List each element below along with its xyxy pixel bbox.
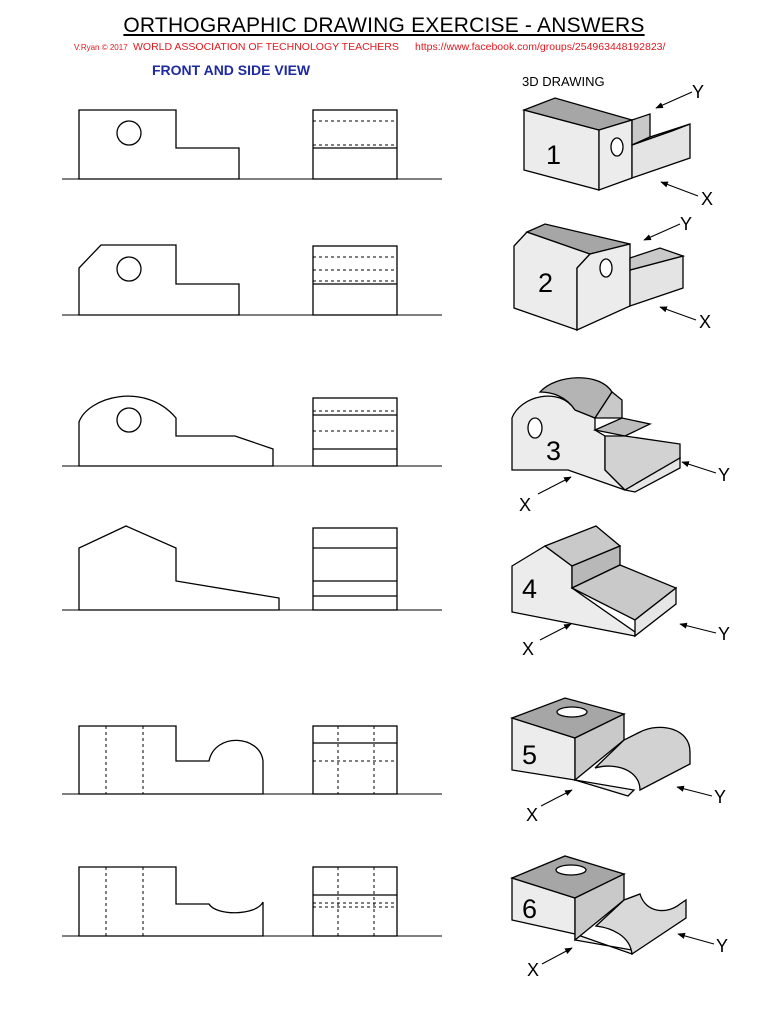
isometric-drawing-5 [510,697,691,797]
organisation-credit: WORLD ASSOCIATION OF TECHNOLOGY TEACHERS [133,41,399,53]
y-label-2: Y [680,214,692,234]
exercise-number-3: 3 [546,436,561,466]
x-label-5: X [526,805,538,825]
exercise-number-4: 4 [522,574,537,604]
isometric-drawing-1 [521,97,691,191]
y-label-6: Y [716,936,728,956]
drawing-label: 3D DRAWING [522,74,605,89]
x-label-6: X [527,960,539,980]
y-label-5: Y [714,787,726,807]
front-view-5 [62,725,442,795]
x-label-2: X [699,312,711,332]
exercise-number-5: 5 [522,740,537,770]
direction-arrows [537,91,717,965]
isometric-drawing-3 [511,377,681,493]
isometric-drawing-2 [513,223,686,332]
section-label: FRONT AND SIDE VIEW [152,62,311,78]
front-view-4 [62,525,442,611]
y-label-1: Y [692,82,704,102]
side-view-3 [312,397,398,467]
x-label-3: X [519,495,531,515]
side-view-6 [312,866,398,937]
author-credit: V.Ryan © 2017 [74,43,128,52]
side-view-2 [312,245,398,316]
isometric-drawing-4 [511,525,678,638]
exercise-number-6: 6 [522,894,537,924]
front-view-2 [62,244,442,316]
exercise-number-1: 1 [546,140,561,170]
isometric-drawing-6 [510,855,687,956]
side-view-1 [312,109,398,180]
y-label-4: Y [718,624,730,644]
front-view-6 [62,866,442,937]
y-label-3: Y [718,465,730,485]
side-view-4 [312,527,398,611]
side-view-5 [312,725,398,795]
exercise-number-2: 2 [538,268,553,298]
x-label-4: X [522,639,534,659]
x-label-1: X [701,189,713,209]
source-url: https://www.facebook.com/groups/25496344… [415,41,666,53]
page-title: ORTHOGRAPHIC DRAWING EXERCISE - ANSWERS [123,14,645,37]
